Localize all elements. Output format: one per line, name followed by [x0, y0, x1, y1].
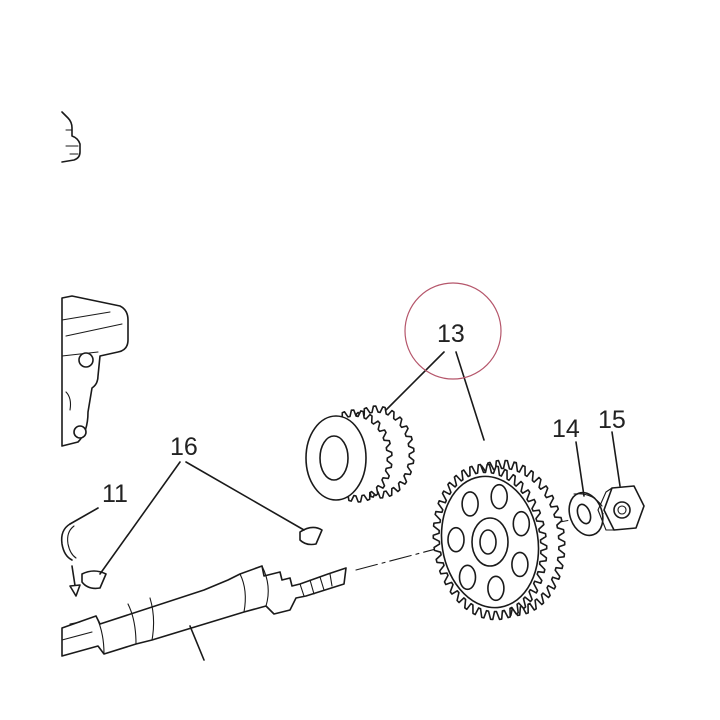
large-gear-lightening-hole	[511, 551, 529, 578]
housing-bolt-hole	[73, 425, 87, 439]
callout-15: 15	[598, 406, 626, 434]
small-gear	[305, 405, 415, 503]
leader-line-shaft	[189, 625, 205, 661]
large-gear	[432, 459, 566, 621]
callout-13: 13	[437, 320, 465, 348]
housing-fragment-top	[61, 111, 81, 163]
large-gear-lightening-hole	[461, 491, 479, 517]
large-gear-bore	[479, 529, 497, 555]
washer	[568, 491, 604, 537]
callout-16: 16	[170, 433, 198, 461]
housing-fragment-middle	[61, 295, 129, 447]
large-gear-lightening-hole	[490, 483, 509, 510]
highlight-circle	[404, 282, 502, 380]
large-gear-lightening-hole	[487, 575, 505, 602]
large-gear-lightening-hole	[447, 526, 465, 553]
leader-lines	[69, 351, 621, 575]
large-gear-lightening-hole	[512, 510, 531, 537]
woodruff-key-lower	[81, 570, 107, 590]
small-gear-bore	[319, 435, 349, 481]
assembly-arrow	[69, 584, 81, 597]
callout-14: 14	[552, 415, 580, 443]
callout-11: 11	[102, 480, 128, 508]
housing-bolt-hole	[78, 352, 94, 368]
large-gear-lightening-hole	[458, 564, 477, 591]
nut	[597, 485, 645, 531]
woodruff-key-upper	[299, 526, 323, 546]
shaft	[61, 565, 347, 661]
circlip	[60, 523, 81, 597]
